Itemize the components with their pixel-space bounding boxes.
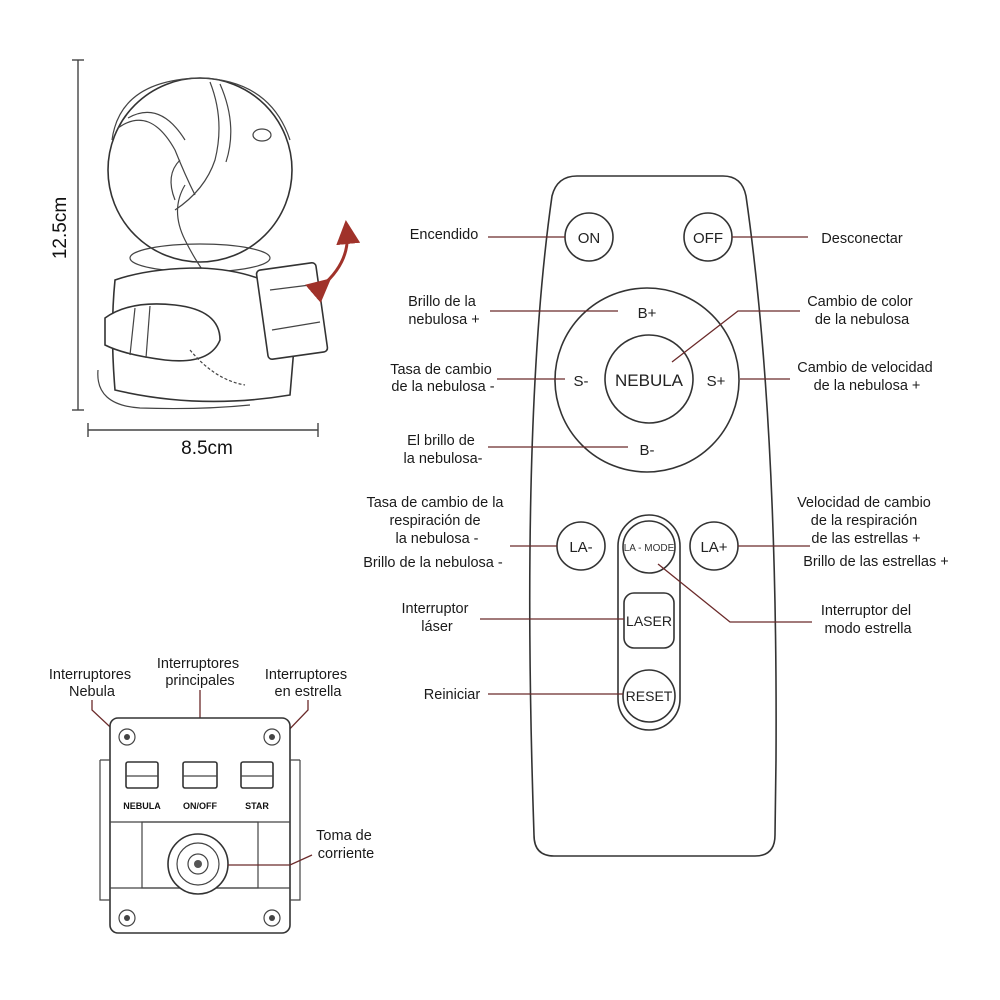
label-tasa-cambio-nebulosa: Tasa de cambio de la nebulosa -: [390, 362, 496, 395]
screw-icon: [263, 909, 281, 927]
label-respiracion-nebulosa: Tasa de cambio de la respiración de la n…: [366, 495, 507, 547]
s-minus-button[interactable]: S-: [574, 373, 589, 390]
laser-button-label: LASER: [626, 613, 672, 629]
remote-control: ON OFF NEBULA B+ B- S- S+ LA- LA+ LA - M…: [363, 175, 949, 857]
switch-label-nebula: NEBULA: [123, 801, 161, 811]
base-panel-illustration: Interruptores Nebula Interruptores princ…: [49, 656, 376, 934]
base-label-nebula-switches: Interruptores Nebula: [49, 667, 135, 700]
rotation-arrow-icon: [305, 220, 361, 303]
s-plus-button[interactable]: S+: [707, 373, 726, 390]
nebula-switch[interactable]: [125, 761, 159, 789]
height-label: 12.5cm: [50, 197, 71, 259]
label-interruptor-modo-estrella: Interruptor del modo estrella: [821, 603, 915, 637]
off-button-label: OFF: [693, 230, 723, 247]
la-minus-button-label: LA-: [569, 539, 592, 556]
la-plus-button-label: LA+: [700, 539, 727, 556]
reset-button[interactable]: [622, 669, 676, 723]
label-respiracion-estrellas: Velocidad de cambio de la respiración de…: [797, 495, 935, 547]
la-mode-button[interactable]: [622, 520, 676, 574]
on-button-label: ON: [578, 230, 601, 247]
label-encendido: Encendido: [410, 227, 479, 243]
screw-icon: [263, 728, 281, 746]
label-brillo-nebulosa-minus: El brillo de la nebulosa-: [404, 433, 483, 467]
nebula-button[interactable]: [604, 334, 694, 424]
screw-icon: [118, 909, 136, 927]
nebula-button-label: NEBULA: [615, 371, 684, 390]
label-desconectar: Desconectar: [821, 231, 903, 247]
width-label: 8.5cm: [181, 438, 233, 459]
label-brillo-nebulosa-minus-2: Brillo de la nebulosa -: [363, 555, 503, 571]
b-minus-button[interactable]: B-: [640, 442, 655, 459]
screw-icon: [118, 728, 136, 746]
label-reiniciar: Reiniciar: [424, 687, 481, 703]
b-plus-button[interactable]: B+: [638, 305, 657, 322]
switch-label-onoff: ON/OFF: [183, 801, 217, 811]
switch-label-star: STAR: [245, 801, 269, 811]
star-switch[interactable]: [240, 761, 274, 789]
astronaut-illustration: 12.5cm 8.5cm: [50, 59, 361, 459]
laser-button[interactable]: [623, 592, 675, 649]
onoff-switch[interactable]: [182, 761, 218, 789]
label-cambio-velocidad: Cambio de velocidad de la nebulosa +: [797, 360, 936, 394]
base-label-power-socket: Toma de corriente: [316, 828, 376, 862]
base-label-main-switches: Interruptores principales: [157, 656, 243, 689]
base-label-star-switches: Interruptores en estrella: [265, 667, 351, 700]
label-cambio-color: Cambio de color de la nebulosa: [807, 294, 917, 328]
la-mode-button-label: LA - MODE: [624, 543, 675, 554]
label-interruptor-laser: Interruptor láser: [402, 601, 473, 635]
reset-button-label: RESET: [626, 688, 673, 704]
label-brillo-estrellas-plus: Brillo de las estrellas +: [803, 554, 948, 570]
label-brillo-nebulosa-plus: Brillo de la nebulosa +: [408, 294, 480, 328]
